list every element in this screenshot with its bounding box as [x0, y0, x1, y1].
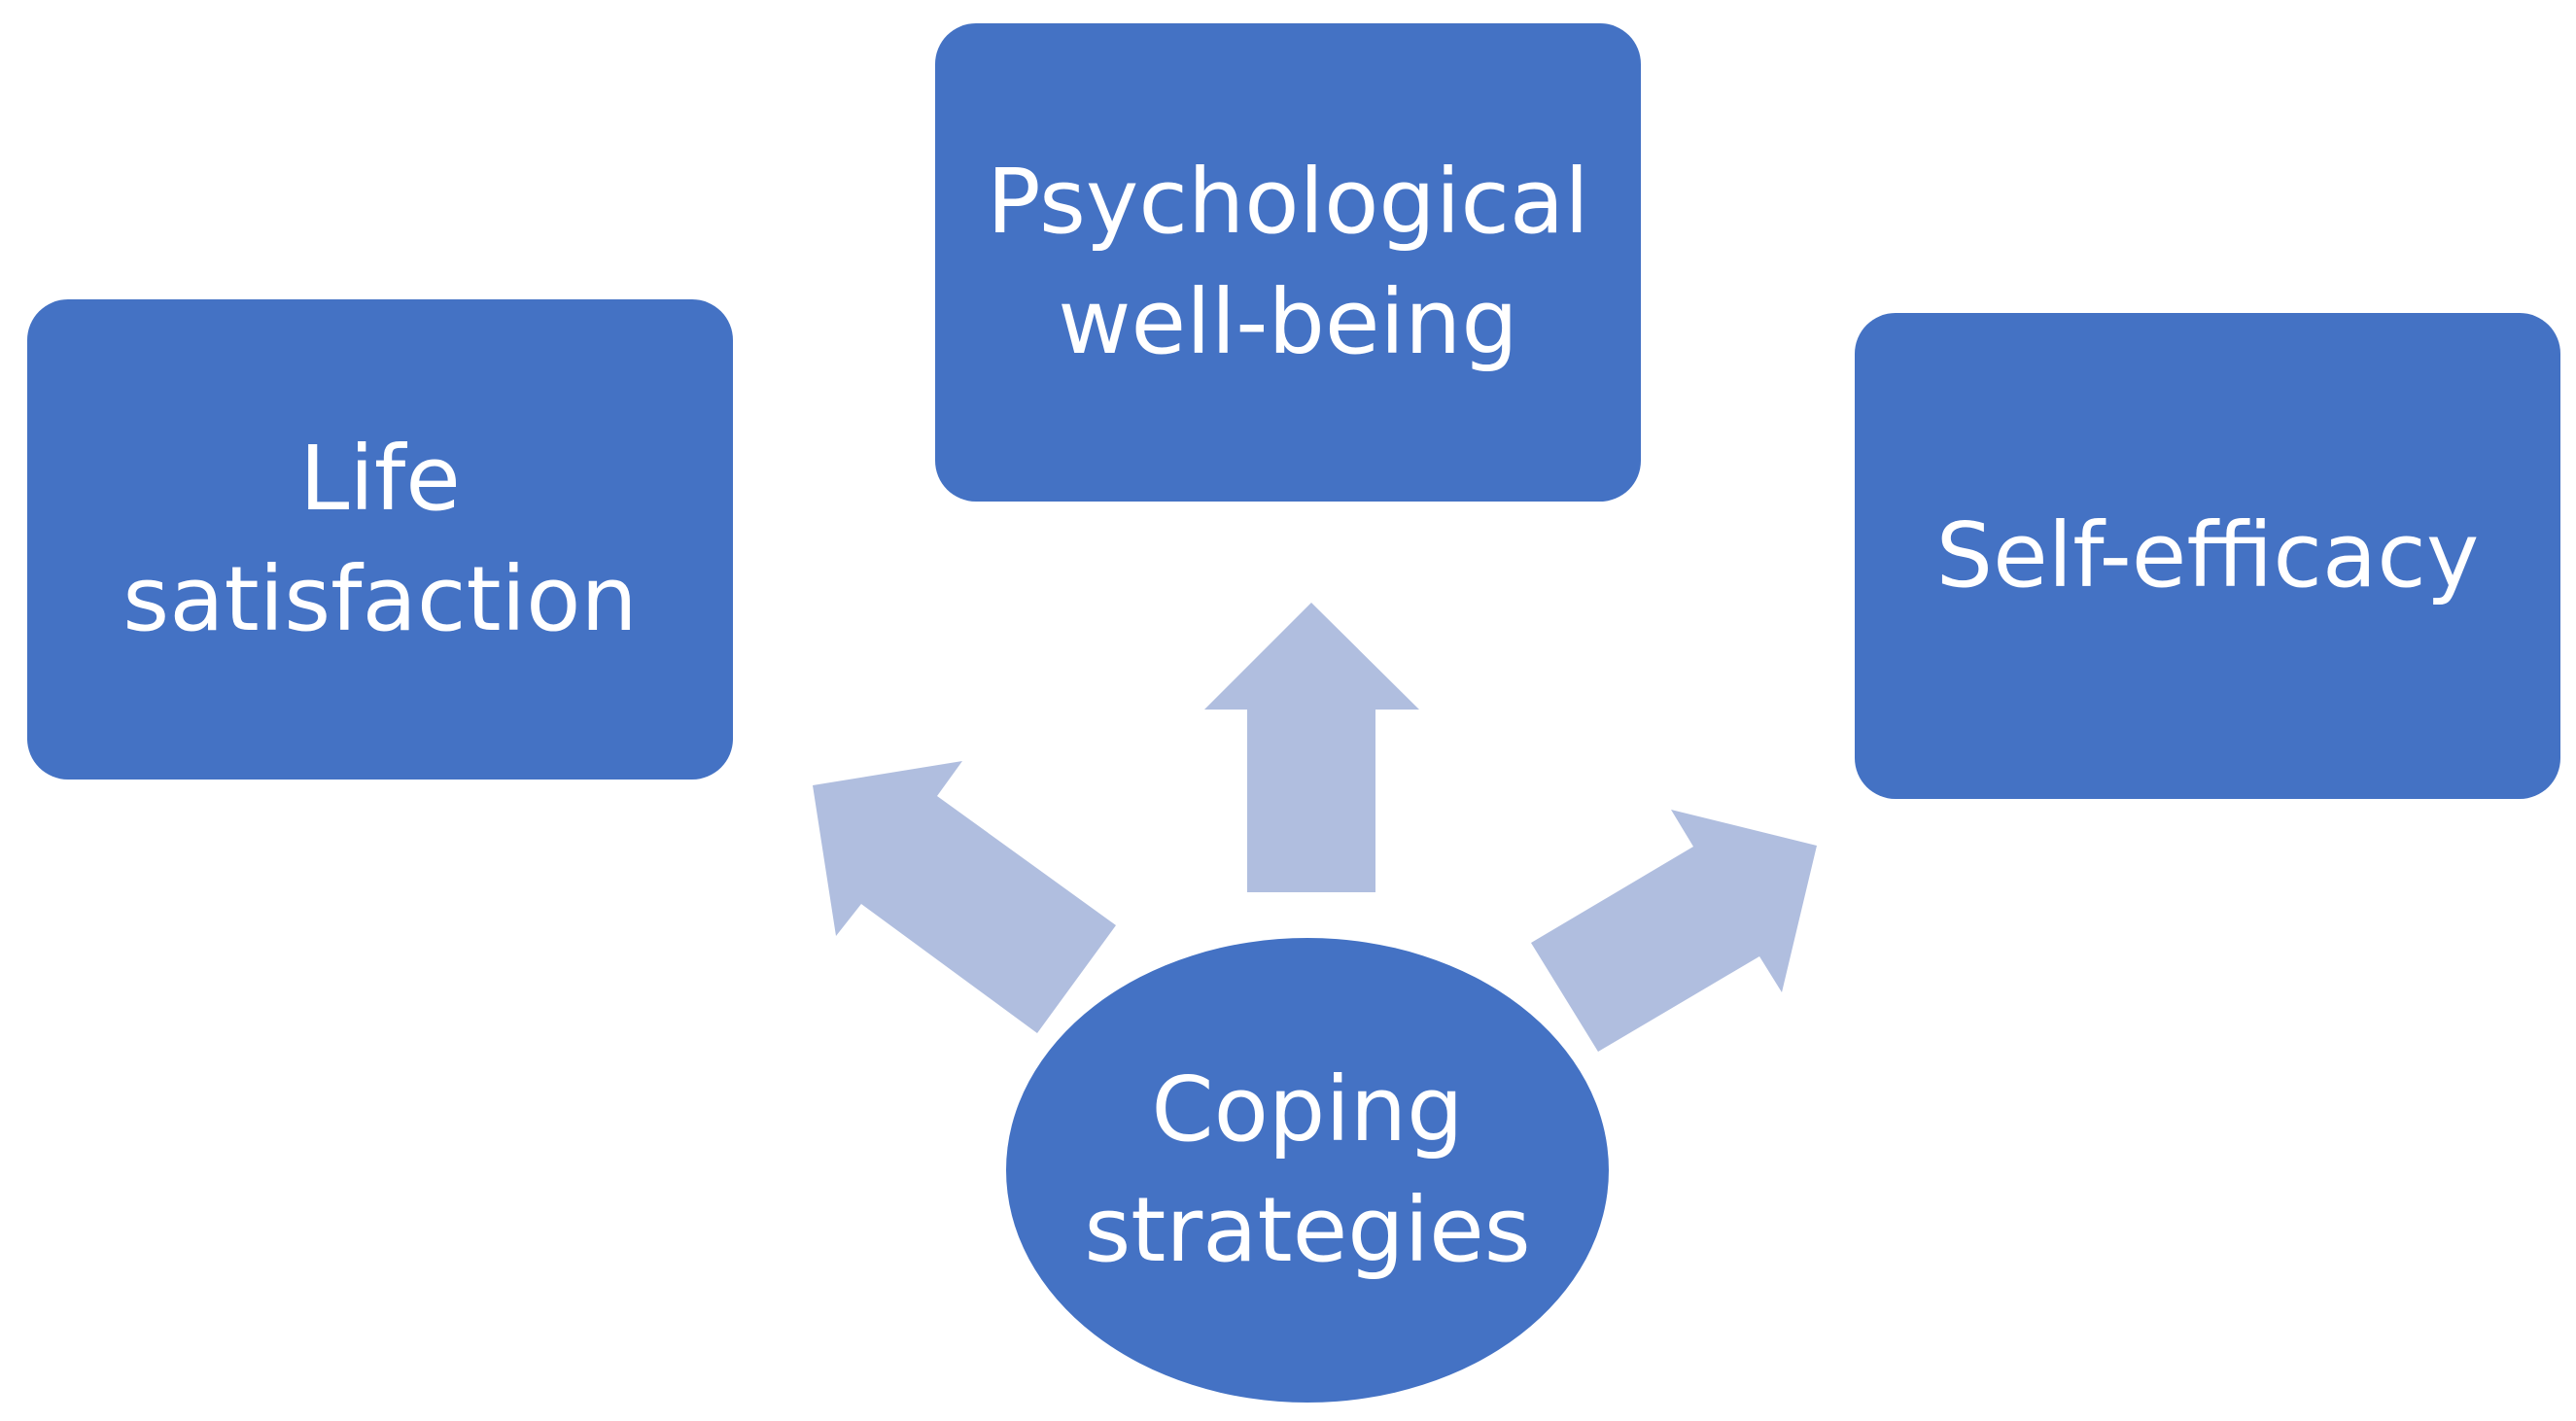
node-label-line: well-being — [1058, 270, 1518, 374]
node-psychological-well-being: Psychological well-being — [935, 23, 1641, 502]
center-node-coping-strategies: Coping strategies — [1006, 938, 1609, 1403]
arrow-to-life-satisfaction — [813, 761, 1116, 1033]
node-life-satisfaction-label: Life satisfaction — [122, 419, 637, 660]
node-label-line: satisfaction — [122, 547, 638, 651]
node-label-line: Life — [299, 427, 461, 531]
node-label-line: Coping — [1151, 1057, 1464, 1161]
arrow-to-psychological-well-being — [1204, 603, 1419, 892]
node-label-line: strategies — [1084, 1178, 1531, 1282]
node-psychological-well-being-label: Psychological well-being — [987, 142, 1589, 383]
center-node-label: Coping strategies — [1084, 1050, 1530, 1291]
node-self-efficacy-label: Self-efficacy — [1936, 496, 2480, 616]
node-label-line: Psychological — [987, 150, 1589, 254]
arrow-to-self-efficacy — [1531, 810, 1817, 1052]
node-label-line: Self-efficacy — [1935, 503, 2480, 607]
node-self-efficacy: Self-efficacy — [1855, 313, 2560, 799]
node-life-satisfaction: Life satisfaction — [27, 299, 733, 780]
